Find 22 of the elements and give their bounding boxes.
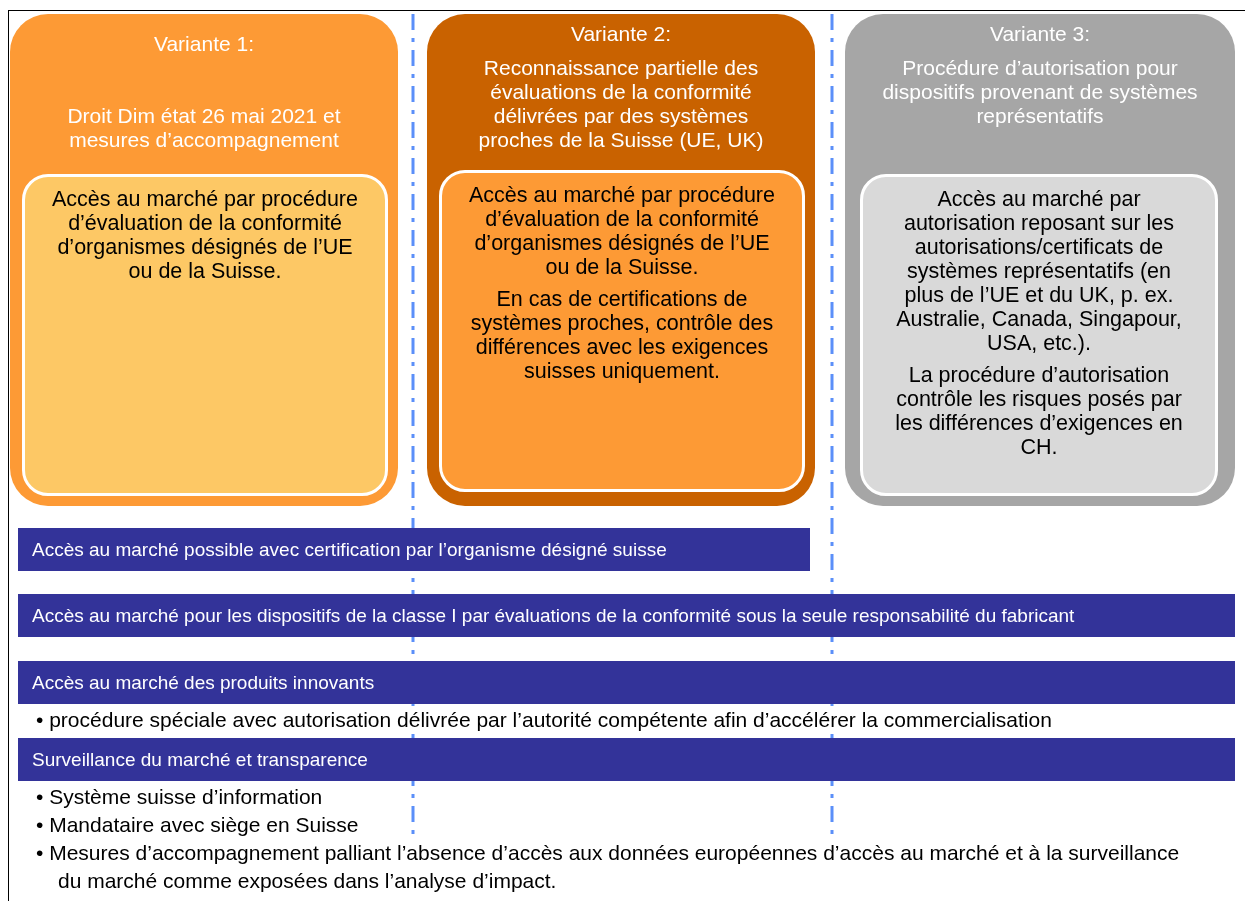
panel-subtitle: Droit Dim état 26 mai 2021 et mesures d’accompagnement [66, 104, 342, 152]
section-banner: Accès au marché pour les dispositifs de la classe I par évaluations de la conformité sous la seule responsabilité du fabricant [18, 594, 1235, 637]
content-card [22, 174, 388, 496]
section-banner: Accès au marché des produits innovants [18, 661, 1235, 704]
variant-panel [845, 14, 1235, 506]
content-card [860, 174, 1218, 496]
card-text: Accès au marché par procédure d’évaluation de la conformité d’organismes désignés de l’UE ou de la Suisse. [51, 187, 359, 283]
panel-subtitle: Procédure d’autorisation pour dispositifs provenant de systèmes représentatifs [881, 56, 1199, 128]
content-card [439, 170, 805, 492]
section-banner: Surveillance du marché et transparence [18, 738, 1235, 781]
panel-heading: Variante 2: [570, 22, 672, 46]
card-text: Accès au marché par autorisation reposant sur les autorisations/certificats de systèmes représentatifs (en plus de l’UE et du UK, p. ex. Australie, Canada, Singapour, USA, etc.). [895, 187, 1183, 355]
panel-heading: Variante 1: [153, 32, 255, 56]
panel-subtitle: Reconnaissance partielle des évaluations de la conformité délivrées par des systèmes proches de la Suisse (UE, UK) [477, 56, 765, 152]
section-banner: Accès au marché possible avec certification par l’organisme désigné suisse [18, 528, 810, 571]
panel-heading: Variante 3: [989, 22, 1091, 46]
card-text: Accès au marché par procédure d’évaluation de la conformité d’organismes désignés de l’UE ou de la Suisse. [468, 183, 776, 279]
variant-panel [10, 14, 398, 506]
card-text: En cas de certifications de systèmes proches, contrôle des différences avec les exigences suisses uniquement. [469, 287, 775, 383]
variant-panel [427, 14, 815, 506]
bullet-item: • procédure spéciale avec autorisation délivrée par l’autorité compétente afin d’accélérer la commercialisation [36, 706, 1052, 734]
card-text: La procédure d’autorisation contrôle les risques posés par les différences d’exigences en CH. [894, 363, 1184, 459]
